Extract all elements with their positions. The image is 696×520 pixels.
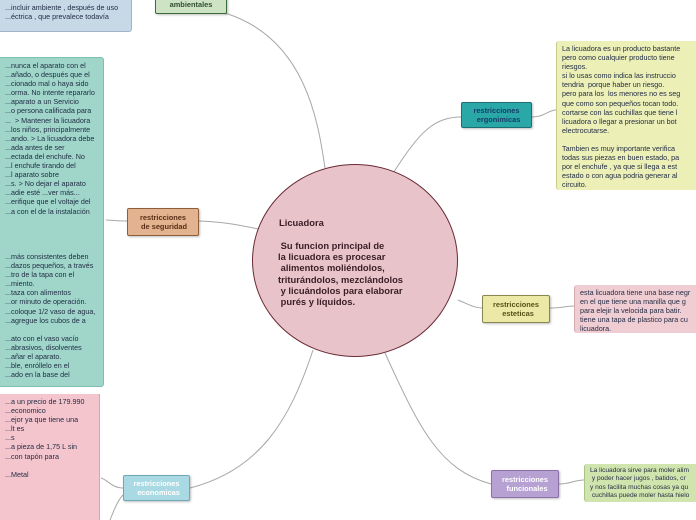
note-seguridad: ...nunca el aparato con el ...añado, o d… [0,57,104,387]
note-ambientales: ...incluir ambiente , después de uso ...… [0,0,132,32]
topic-funcionales[interactable]: restricciones funcionales [491,470,559,498]
topic-ergonomicas[interactable]: restricciones ergonimicas [461,102,532,128]
link-economicas [189,349,314,489]
link-note-economicas [100,477,124,489]
link-funcionales [384,352,492,485]
topic-esteticas[interactable]: restricciones esteticas [482,295,550,323]
topic-economicas[interactable]: restricciones economicas [123,475,190,501]
link-esteticas [457,299,483,309]
link-seguridad [198,220,259,230]
note-economicas: ...a un precio de 179.990 ...economico .… [0,394,100,520]
link-note-seguridad [105,219,128,222]
link-ergonomicas [391,116,463,176]
link-ambientales [191,9,326,169]
topic-seguridad[interactable]: restricciones de seguridad [127,208,199,236]
central-title: Licuadora [279,217,324,228]
link-note-funcionales [558,479,585,485]
note-funcionales: La licuadora sirve para moler alim y pod… [584,464,696,502]
note-esteticas: esta licuadora tiene una base negr en el… [574,285,696,333]
central-description: Su funcion principal de la licuadora es … [278,240,404,308]
central-topic[interactable]: Licuadora Su funcion principal de la lic… [252,164,458,357]
link-economicas-down [109,494,124,520]
note-ergonomicas: La licuadora es un producto bastante per… [556,41,696,190]
topic-ambientales[interactable]: ambientales [155,0,227,14]
link-note-esteticas [549,305,575,309]
link-note-ergonomicas [531,109,557,118]
